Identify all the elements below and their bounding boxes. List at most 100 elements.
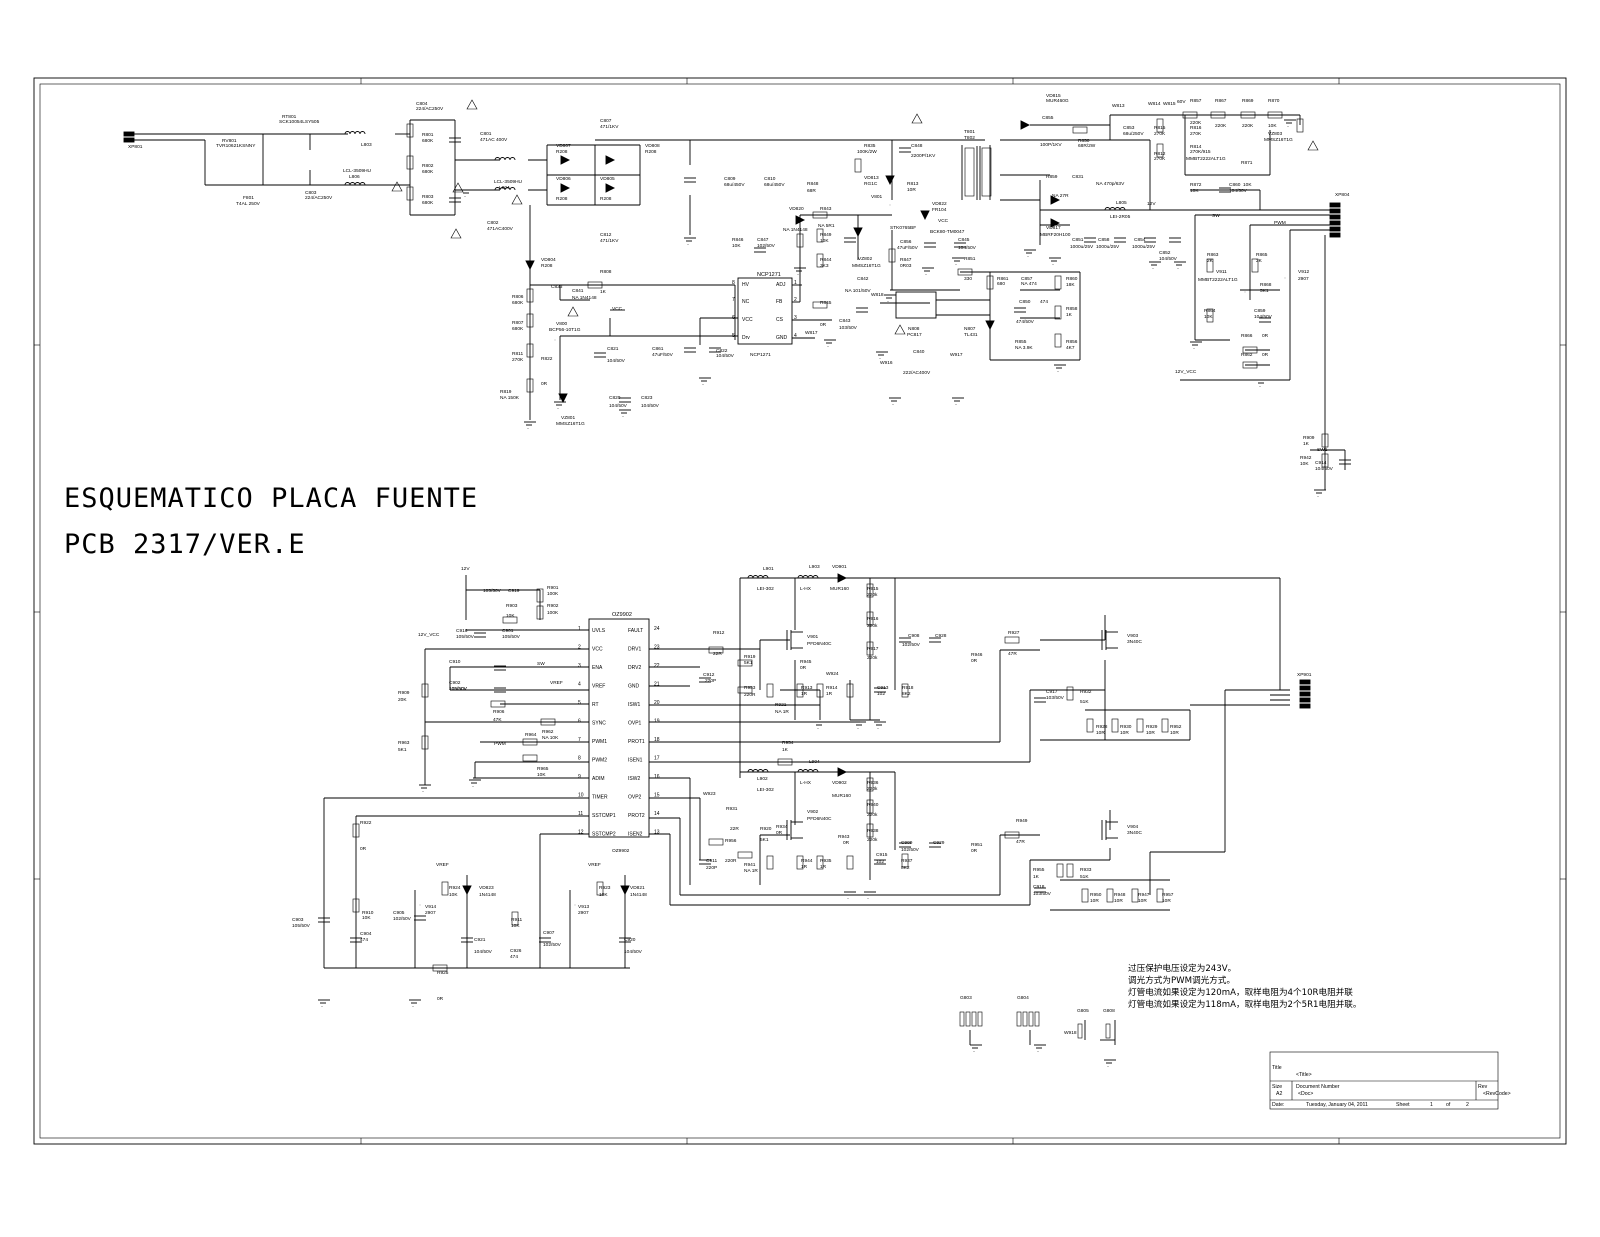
inductor-glyph [494, 187, 516, 191]
resistor-glyph [526, 378, 534, 393]
upper-component-label: 330 [964, 276, 972, 282]
upper-component-label: 1K [1066, 312, 1073, 318]
n901-pin-number: 23 [654, 645, 660, 651]
upper-component-label: R208 [645, 149, 657, 155]
n901-pin-number: 2 [578, 645, 581, 651]
n901-pin-number: 13 [654, 830, 660, 836]
tb-date-value: Tuesday, January 04, 2011 [1306, 1102, 1368, 1108]
upper-component-label: 270K/915 [1190, 149, 1211, 155]
resistor-glyph [957, 268, 973, 276]
upper-circuit-wires [128, 114, 1346, 490]
lower-component-label: 105/50V [292, 923, 311, 929]
upper-component-label: R803 [422, 194, 434, 200]
upper-component-label: 10K [820, 238, 829, 244]
tb-title-value: <Title> [1296, 1072, 1312, 1078]
upper-component-label: VD804 [541, 257, 556, 263]
lower-component-label: V901 [807, 634, 819, 640]
lower-component-label: R955 [1033, 867, 1045, 873]
lower-component-label: R956 [725, 838, 737, 844]
upper-component-label: 222/AC400V [903, 370, 931, 376]
upper-component-label: 270K [1190, 131, 1202, 137]
upper-component-label: PC817 [907, 332, 922, 338]
lower-component-label: C913 [877, 685, 889, 691]
upper-component-label: 100K/2W [857, 149, 877, 155]
n901-pin-name: ISEN2 [628, 832, 643, 838]
upper-component-label: VD815 [1046, 93, 1061, 99]
n901-pin-number: 10 [578, 793, 584, 799]
upper-component-label: 680 [997, 281, 1005, 287]
upper-component-label: R865 [1256, 252, 1268, 258]
mounting-pin [1034, 1011, 1040, 1027]
upper-component-label: 12V [1147, 201, 1156, 207]
lower-component-label: C911 [706, 858, 717, 864]
n901-pin-name: OVP2 [628, 795, 642, 801]
lower-component-label: 474 [360, 937, 368, 943]
upper-component-label: NA 3.9K [1015, 345, 1033, 351]
n901-pin-name: DRV1 [628, 647, 641, 653]
lower-component-label: R964 [525, 732, 537, 738]
lower-component-label: W924 [826, 671, 839, 677]
diode-glyph [525, 260, 535, 271]
resistor-glyph [406, 123, 414, 138]
upper-component-label: R843 [820, 206, 832, 212]
upper-component-label: R801 [422, 132, 434, 138]
upper-component-label: C809 [724, 176, 736, 182]
upper-component-label: R858 [1066, 306, 1078, 312]
mounting-pin [1028, 1011, 1034, 1027]
upper-component-label: 1K [1303, 441, 1310, 447]
upper-component-label: C842 [857, 276, 869, 282]
inductor-glyph [344, 131, 366, 135]
upper-component-label: 104/50V [607, 358, 626, 364]
lower-component-label: V902 [807, 809, 819, 815]
resistor-glyph [596, 881, 604, 896]
upper-component-label: 471/1KV [600, 238, 619, 244]
n901-pin-number: 4 [578, 682, 581, 688]
upper-component-label: NA 150K [500, 395, 520, 401]
upper-component-label: R208 [556, 149, 568, 155]
lower-component-label: R950 [1090, 892, 1102, 898]
upper-component-label: LCL-3509HU [343, 168, 372, 174]
n901-pin-number: 22 [654, 663, 660, 669]
lower-component-label: R946 [971, 652, 983, 658]
resistor-glyph [1066, 863, 1074, 878]
upper-component-label: 220K [1215, 123, 1227, 129]
lower-component-label: 102 [877, 691, 885, 697]
resistor-glyph [522, 754, 538, 762]
resistor-glyph [587, 281, 603, 289]
upper-component-label: C858 [1098, 237, 1110, 243]
upper-component-label: C848 [911, 143, 923, 149]
mounting-pin [1105, 1023, 1111, 1039]
connector-pin [1329, 208, 1341, 214]
upper-component-label: 270K [512, 357, 524, 363]
upper-component-label: MMBT2222ALT1G [1186, 156, 1226, 162]
lower-component-label: 5K1 [760, 837, 769, 843]
resistor-glyph [1182, 111, 1198, 119]
upper-component-label: NA 470p/63V [1096, 181, 1125, 187]
upper-component-label: C803 [305, 190, 317, 196]
resistor-glyph [986, 275, 994, 290]
upper-component-label: VD822 [932, 201, 947, 207]
lower-component-label: 220P [706, 865, 717, 871]
upper-component-label: V911 [1216, 269, 1227, 275]
n801-pin-name: HV [742, 282, 750, 288]
resistor-glyph [1054, 275, 1062, 290]
upper-component-label: 68u/450V [724, 182, 745, 188]
lower-component-label: V914 [425, 904, 437, 910]
upper-component-label: 1000u/25V [1070, 244, 1094, 250]
lower-component-label: 47K [493, 717, 502, 723]
lower-component-label: 474 [510, 954, 518, 960]
lower-component-label: R901 [547, 585, 559, 591]
upper-component-label: VD807 [556, 143, 571, 149]
lower-component-label: SW [537, 661, 545, 667]
upper-component-label: 0R [1262, 352, 1269, 358]
diode-glyph [1020, 120, 1031, 130]
upper-component-label: V912 [1298, 269, 1310, 275]
upper-component-label: 5K1 [1260, 288, 1269, 294]
upper-component-label: SW [1212, 213, 1220, 219]
connector-pin [123, 137, 135, 143]
upper-component-label: R864 [1204, 308, 1216, 314]
diode-glyph [605, 183, 616, 193]
notes-block: 过压保护电压设定为243V。 调光方式为PWM调光方式。 灯管电流如果设定为12… [1128, 962, 1362, 1010]
upper-component-label: R815 [1154, 125, 1166, 131]
upper-component-label: C840 [913, 349, 925, 355]
